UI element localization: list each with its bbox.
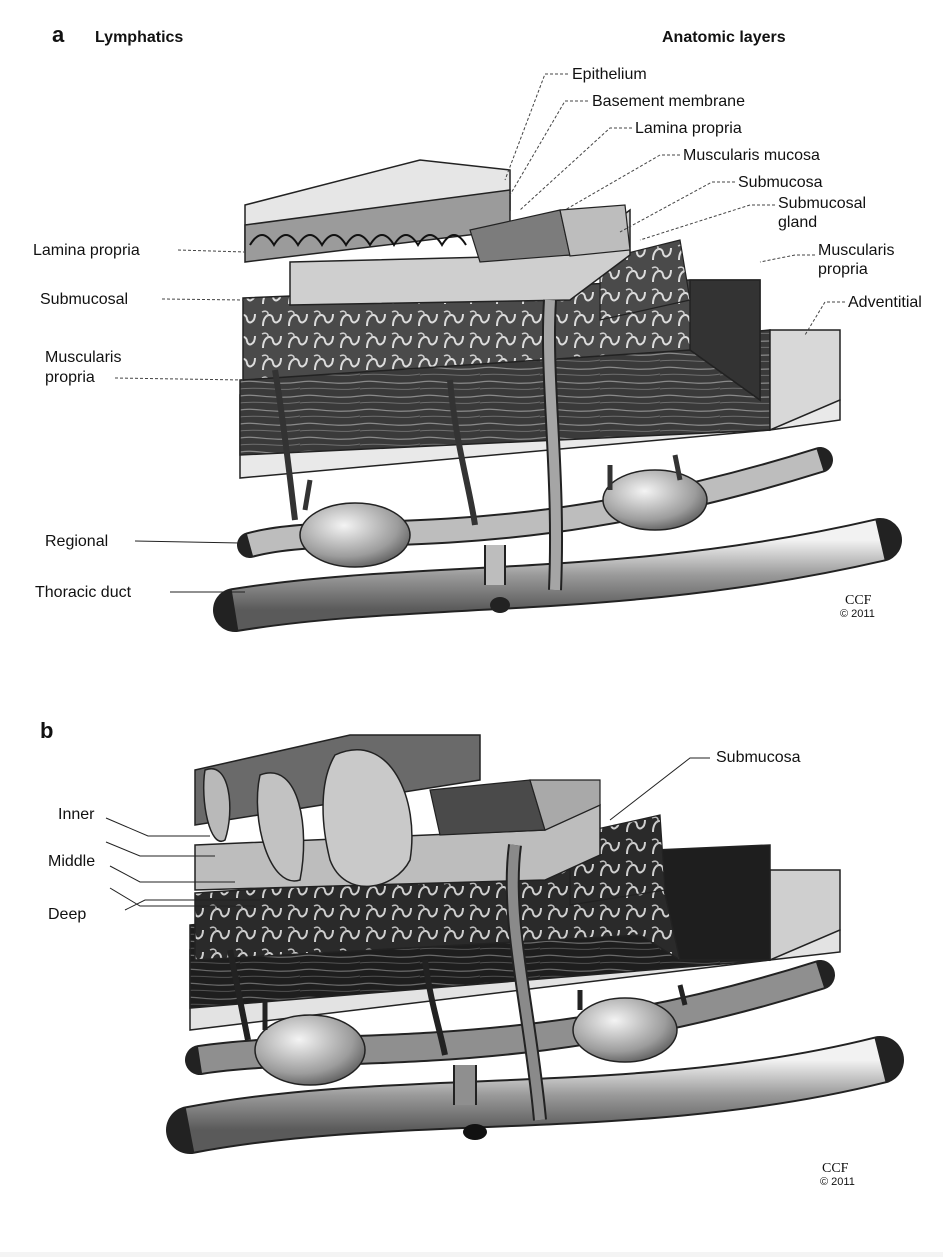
panel-a-anatomic-layers-heading: Anatomic layers [662,29,786,46]
label-middle: Middle [48,853,95,870]
label-muscularis-propria-left-line2: propria [45,369,95,386]
label-inner: Inner [58,806,95,823]
credit-year-b: © 2011 [820,1176,855,1188]
label-muscularis-propria-right-line1: Muscularis [818,242,894,259]
credit-year-a: © 2011 [840,608,875,620]
label-basement-membrane: Basement membrane [592,93,745,110]
panel-a-wall-block [240,160,840,478]
panel-a-lymphatics-heading: Lymphatics [95,29,183,46]
label-regional: Regional [45,533,108,550]
label-submucosal-gland-line2: gland [778,214,817,231]
panel-a-left-labels: Lamina propria Submucosal Muscularis pro… [33,242,140,601]
panel-b-credit: CCF © 2011 [820,1161,855,1188]
label-adventitia: Adventitial [848,294,922,311]
label-muscularis-propria-left-line1: Muscularis [45,349,121,366]
label-muscularis-mucosa: Muscularis mucosa [683,147,820,164]
credit-ccf-b: CCF [822,1161,849,1176]
credit-ccf-a: CCF [845,593,872,608]
panel-a-credit: CCF © 2011 [840,593,875,620]
panel-b: b [40,718,880,1188]
label-submucosa-right: Submucosa [738,174,823,191]
label-lamina-propria-right: Lamina propria [635,120,742,137]
panel-a-letter: a [52,22,65,47]
panel-b-letter: b [40,718,53,743]
label-submucosal-left: Submucosal [40,291,128,308]
label-epithelium: Epithelium [572,66,647,83]
label-thoracic-duct: Thoracic duct [35,584,132,601]
label-submucosa-b: Submucosa [716,749,801,766]
panel-a: a Lymphatics Anatomic layers [33,22,922,620]
label-lamina-propria-left: Lamina propria [33,242,140,259]
label-deep: Deep [48,906,86,923]
label-submucosal-gland-line1: Submucosal [778,195,866,212]
label-muscularis-propria-right-line2: propria [818,261,868,278]
panel-a-left-leaders [115,250,245,592]
